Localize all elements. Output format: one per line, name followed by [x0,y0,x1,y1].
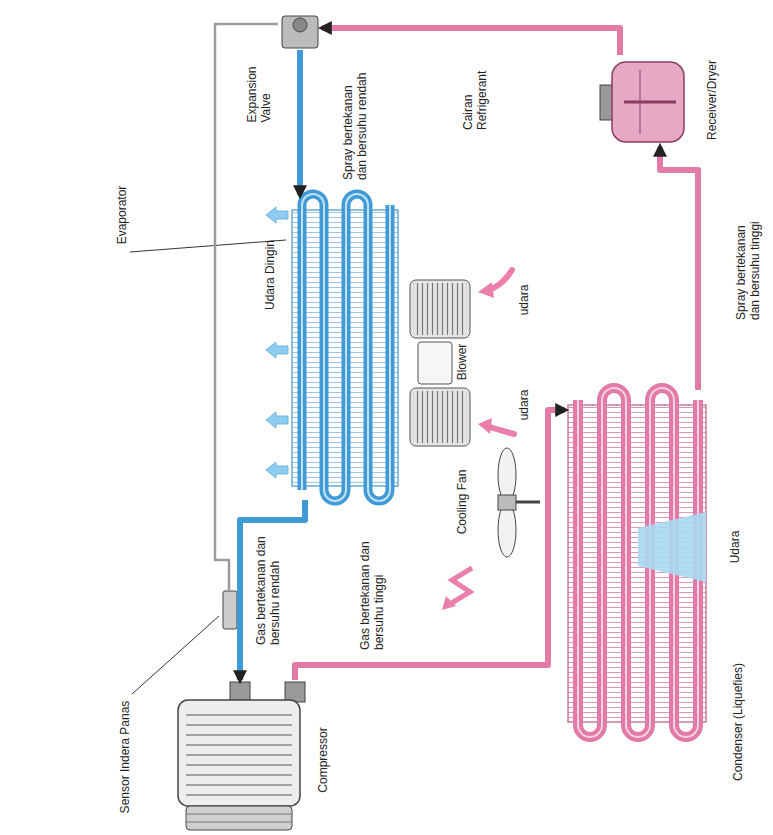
compressor: Compressor [170,680,310,828]
air-label: Udara [728,531,742,564]
leader-line [132,616,219,694]
blower-wheel-blades [413,391,467,443]
blower-wheel [410,388,470,446]
receiver-body [612,62,684,142]
fan-blade [498,448,516,502]
pipe-label: Cairan Refrigerant [461,60,489,130]
pipe-label: Spray bertekanan dan bersuhu tinggi [734,210,762,320]
fan-blade [498,503,516,557]
component-label: Blower [455,344,469,381]
receiver-illustration [600,62,684,142]
evaporator-tube [302,194,390,501]
outlet-fitting [285,682,305,702]
compressor-body [178,700,300,806]
air-label: udara [517,390,531,421]
arrow-head [442,596,456,610]
component-label: Condenser (Liquefies) [731,663,745,781]
blower-wheel [410,280,470,338]
heat-sensor: Sensor Indera Panas [222,590,238,630]
evaporator-tube-highlight [302,194,390,501]
air-label: Udara Dingin [263,240,277,310]
cooling-fan-illustration [498,448,540,557]
component-label: Evaporator [115,186,129,245]
pipe-label: Gas bertekanan dan bersuhu tinggi [358,540,386,650]
air-arrow [266,207,288,223]
valve-diaphragm [293,18,307,32]
condenser-fins [568,405,706,722]
pulley-groove [186,822,292,823]
air-arrow [266,462,288,478]
blower-wheel-blades [413,283,467,335]
refrigerant-pipe [660,147,698,390]
refrigerant-pipe [295,410,565,680]
refrigerant-pipe [322,28,620,55]
pipe-label: Spray bertekanan dan bersuhu rendah [341,70,369,180]
compressor-ribs [186,708,292,802]
arrow-head [478,282,494,298]
receiver-tube [624,101,676,104]
pipe-label: Gas bertekanan dan bersuhu rendah [254,535,282,645]
receiver-dryer: Receiver/Dryer [598,55,692,147]
component-label: Expansion Valve [244,58,272,123]
air-arrow [490,427,514,434]
refrigerant-pipe [297,50,303,195]
inlet-fitting [230,682,250,702]
condenser-coil [568,388,706,737]
fan-hub [498,495,516,510]
pulley-groove [186,814,292,815]
component-label: Compressor [315,727,329,792]
receiver-band [640,70,641,134]
condenser: Condenser (Liquefies) [565,390,707,735]
component-label: Cooling Fan [455,470,469,535]
air-arrow [266,412,288,428]
expansion-valve-illustration [282,16,318,48]
blower-illustration [410,280,470,446]
air-label: udara [517,285,531,316]
heat-sensor [223,591,237,629]
fan-shaft [514,501,540,504]
blower: Blower [405,275,475,450]
air-flow [638,512,706,582]
clutch-pulley [186,806,292,830]
heat-arrow [450,568,472,604]
blower-motor [418,342,452,384]
expansion-valve: Expansion Valve [278,14,322,50]
leader-line [130,240,286,252]
cooling-fan: Cooling Fan [478,445,540,560]
air-arrow [266,342,288,358]
arrow-head [478,418,492,434]
component-label: Sensor Indera Panas [118,701,132,814]
component-label: Receiver/Dryer [705,60,719,140]
evaporator-coil [292,194,398,501]
refrigerant-pipe [240,500,305,680]
valve-body [282,16,318,48]
evaporator: Evaporator [290,195,400,500]
capillary-tube [215,24,278,590]
compressor-illustration [178,682,305,830]
